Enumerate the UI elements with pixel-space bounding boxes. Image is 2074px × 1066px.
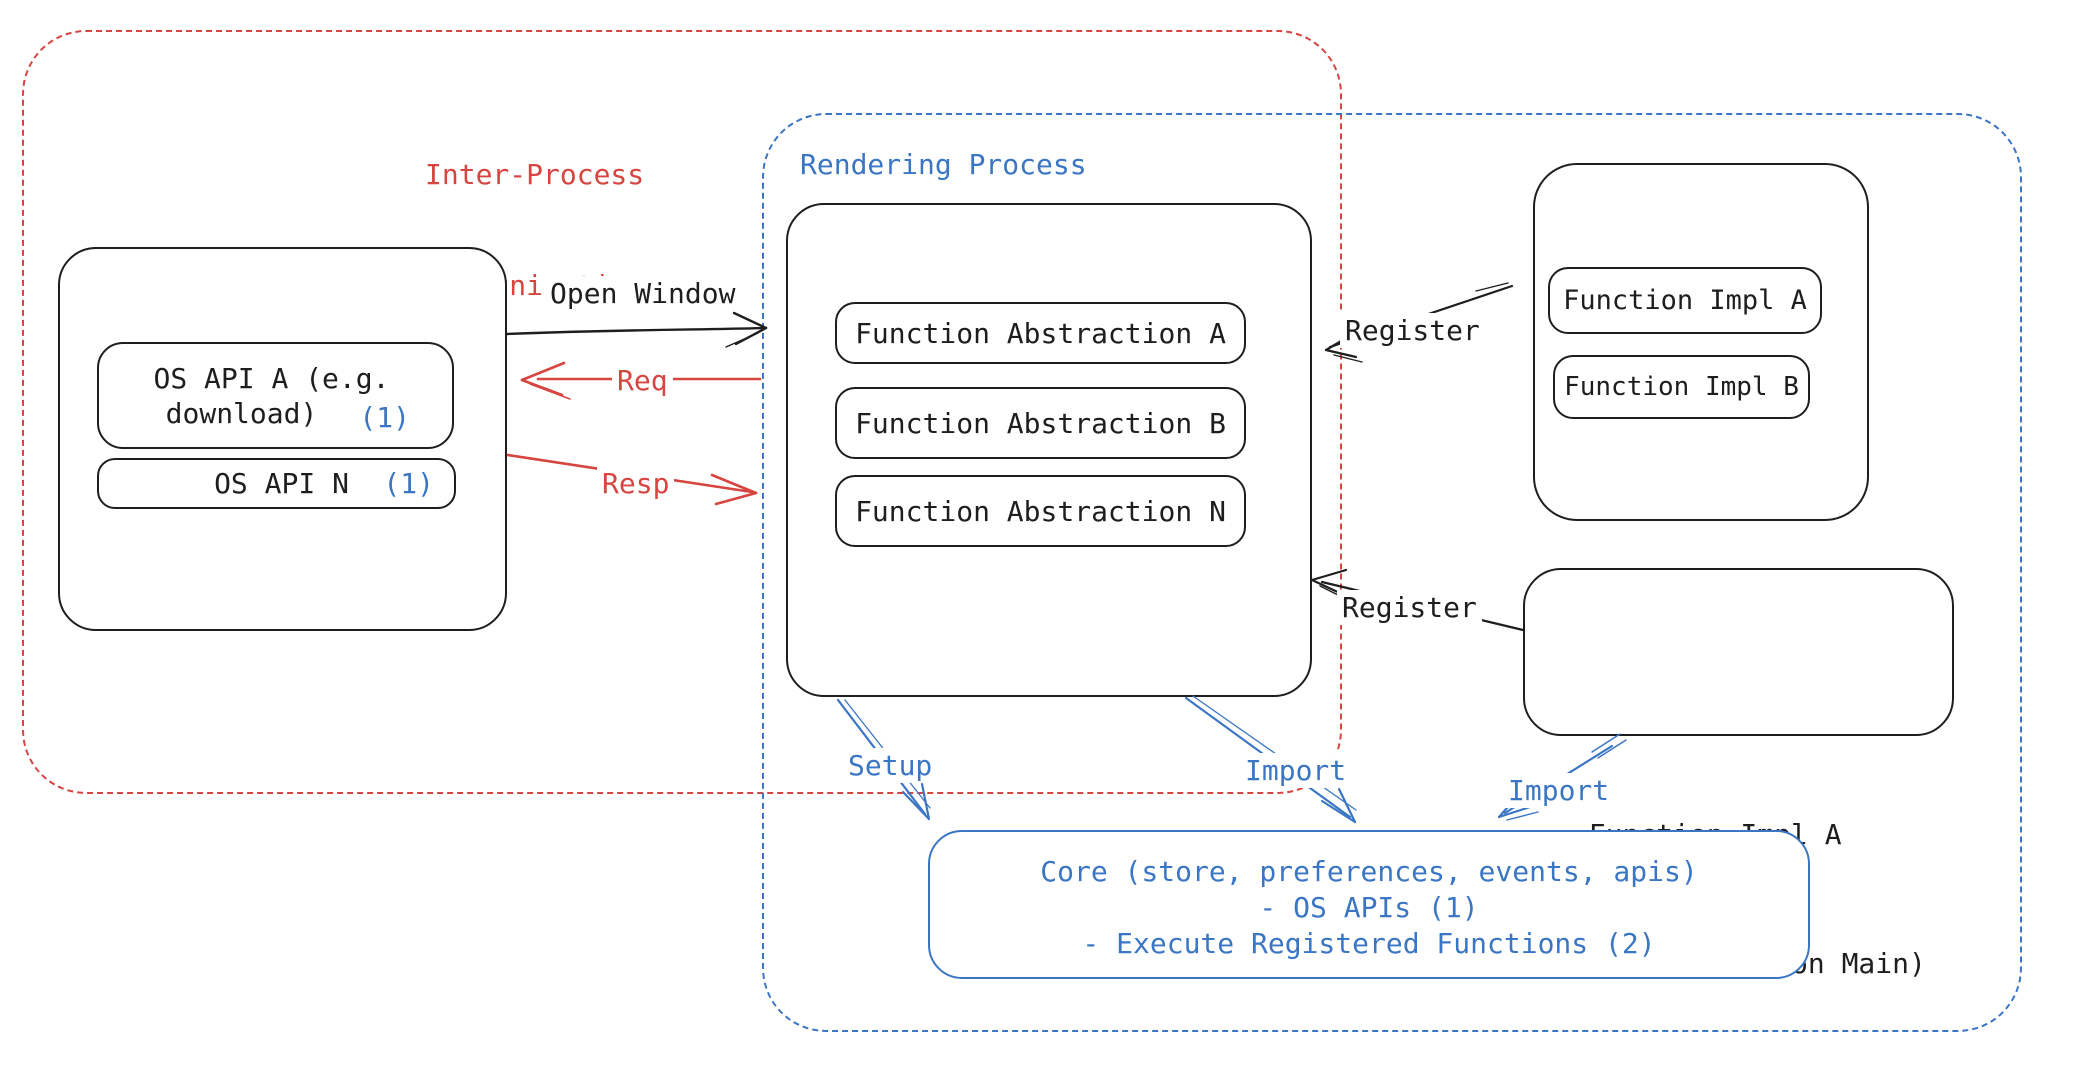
plugin-a-impl-a-box: Function Impl A	[1548, 267, 1822, 334]
req-label: Req	[612, 363, 673, 398]
function-abstraction-a-label: Function Abstraction A	[855, 316, 1226, 350]
core-line1: Core (store, preferences, events, apis)	[1040, 855, 1698, 888]
rendering-group-label: Rendering Process	[800, 148, 1087, 181]
plugin-a-box	[1533, 163, 1869, 521]
os-api-n-box: OS API N (1)	[97, 458, 456, 509]
register-bottom-label: Register	[1337, 590, 1482, 625]
os-api-n-label: OS API N	[214, 467, 349, 500]
ipc-label-line1: Inter-Process	[425, 158, 645, 191]
plugin-a-impl-b-box: Function Impl B	[1553, 355, 1810, 419]
os-api-a-line2: download)	[165, 396, 318, 430]
rendering-group-frame	[762, 113, 2022, 1032]
function-abstraction-n-label: Function Abstraction N	[855, 494, 1226, 528]
os-api-a-ref: (1)	[359, 401, 410, 434]
function-abstraction-b-box: Function Abstraction B	[835, 387, 1246, 459]
function-abstraction-b-label: Function Abstraction B	[855, 406, 1226, 440]
resp-label: Resp	[597, 466, 675, 501]
import-web-label: Import	[1240, 753, 1352, 788]
os-api-n-ref: (1)	[383, 467, 434, 500]
core-line2: - OS APIs (1)	[1259, 891, 1479, 924]
plugin-a-impl-a-label: Function Impl A	[1563, 284, 1807, 316]
core-box: Core (store, preferences, events, apis) …	[928, 830, 1810, 979]
function-abstraction-n-box: Function Abstraction N	[835, 475, 1246, 547]
plugin-a-impl-b-label: Function Impl B	[1564, 371, 1799, 402]
function-abstraction-a-box: Function Abstraction A	[835, 302, 1246, 364]
open-window-label: Open Window	[545, 276, 741, 311]
register-top-label: Register	[1340, 313, 1485, 348]
ipc-group-frame	[22, 30, 1342, 794]
plugin-b-box	[1523, 568, 1954, 736]
os-api-a-box: OS API A (e.g. download) (1)	[97, 342, 454, 449]
import-plugin-label: Import	[1503, 773, 1615, 808]
core-line3: - Execute Registered Functions (2)	[1082, 927, 1656, 960]
open-window-arrow	[504, 311, 768, 348]
os-api-a-line1: OS API A (e.g.	[153, 361, 390, 395]
setup-label: Setup	[843, 748, 938, 783]
